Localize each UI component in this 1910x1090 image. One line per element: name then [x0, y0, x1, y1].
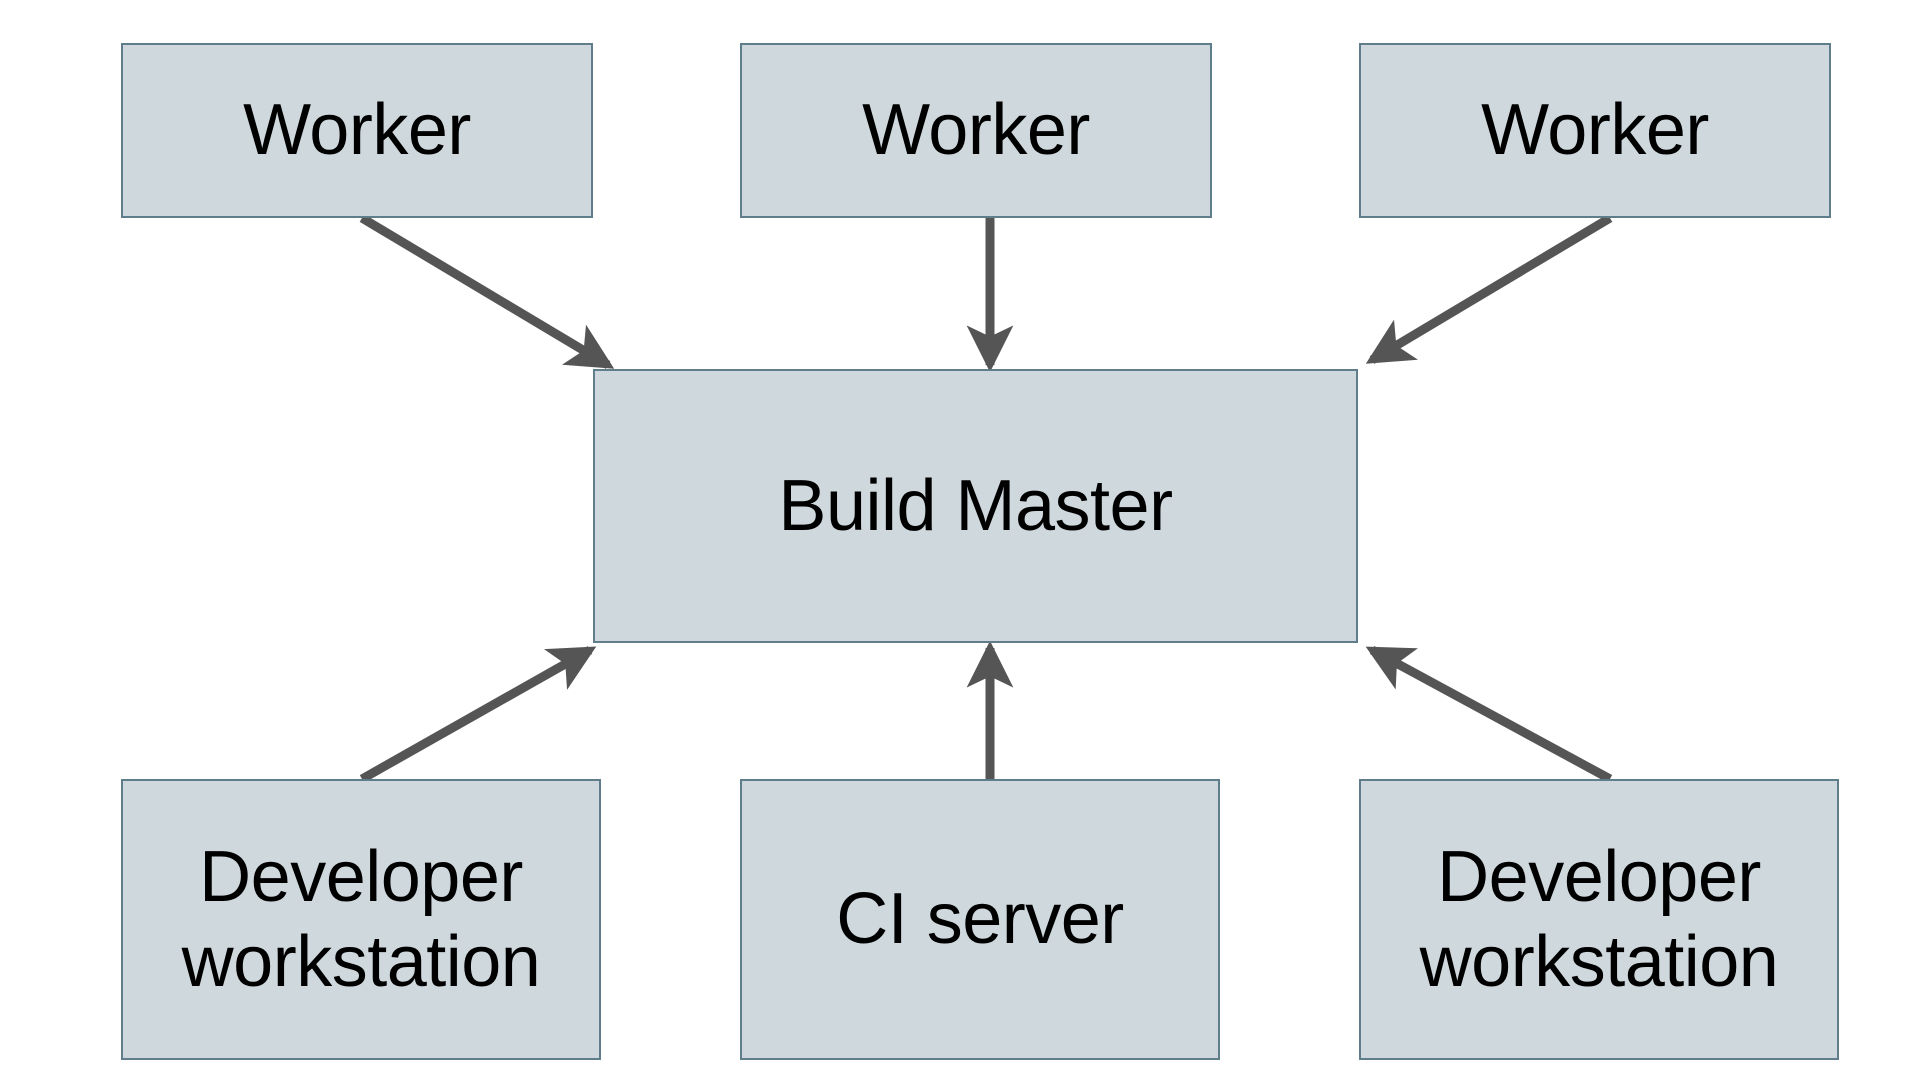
edge-developer-workstation-right-to-build-master	[1365, 646, 1613, 783]
node-label: Developer workstation	[181, 836, 541, 1002]
node-label: Worker	[1481, 90, 1709, 171]
node-label: Worker	[243, 90, 471, 171]
edge-developer-workstation-left-to-build-master	[359, 646, 597, 783]
node-developer-workstation-left[interactable]: Developer workstation	[121, 779, 601, 1060]
node-ci-server[interactable]: CI server	[740, 779, 1220, 1060]
node-label: CI server	[836, 879, 1124, 960]
node-label: Worker	[862, 90, 1090, 171]
node-label: Developer workstation	[1419, 836, 1779, 1002]
edge-worker-left-to-build-master	[359, 214, 615, 369]
node-worker-center[interactable]: Worker	[740, 43, 1212, 218]
node-worker-left[interactable]: Worker	[121, 43, 593, 218]
node-build-master[interactable]: Build Master	[593, 369, 1358, 643]
edge-worker-right-to-build-master	[1365, 214, 1613, 364]
node-developer-workstation-right[interactable]: Developer workstation	[1359, 779, 1839, 1060]
node-label: Build Master	[778, 465, 1173, 546]
node-worker-right[interactable]: Worker	[1359, 43, 1831, 218]
